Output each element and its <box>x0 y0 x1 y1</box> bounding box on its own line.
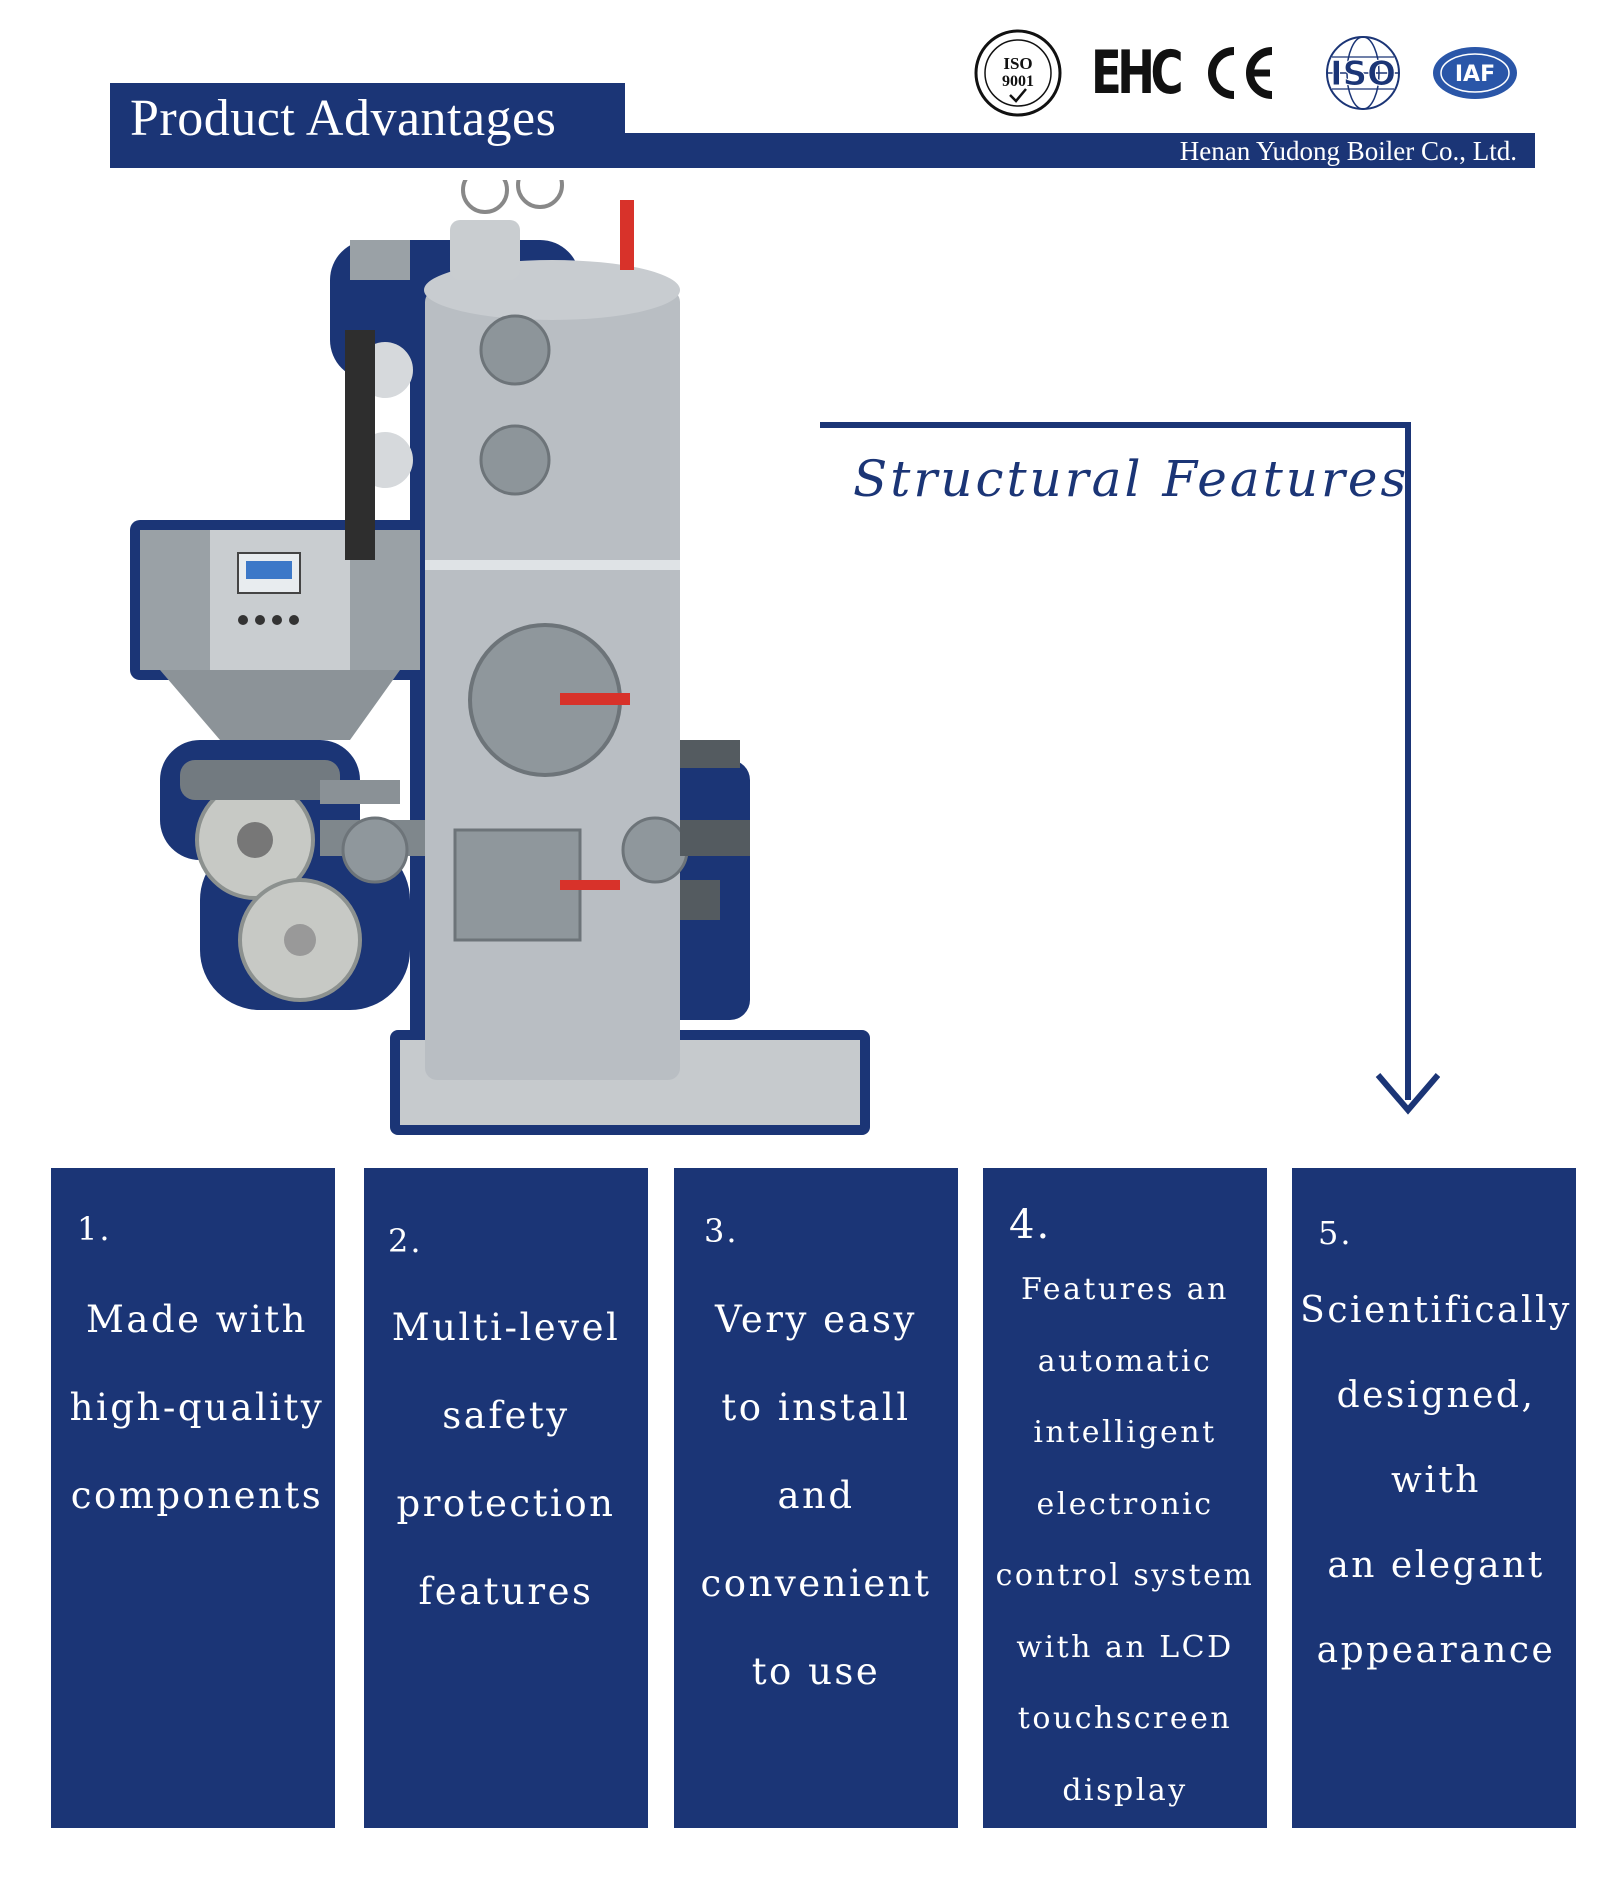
card-text-line: intelligent <box>1033 1415 1217 1450</box>
card-text-line: features <box>418 1570 594 1613</box>
card-text-line: Very easy <box>715 1298 917 1341</box>
structural-features-heading: Structural Features <box>853 450 1410 508</box>
card-text-line: Features an <box>1021 1272 1229 1307</box>
card-text-line: Scientifically <box>1300 1290 1572 1331</box>
ce-mark-icon <box>1200 28 1280 118</box>
card-number: 1. <box>77 1210 112 1248</box>
svg-text:ISO: ISO <box>1330 54 1396 94</box>
card-text-line: electronic <box>1036 1486 1214 1522</box>
advantage-card-1: 1. Made with high-quality components <box>51 1168 335 1828</box>
card-number: 2. <box>388 1222 423 1260</box>
card-text-line: safety <box>442 1394 570 1437</box>
svg-text:IAF: IAF <box>1455 62 1495 87</box>
iaf-logo-icon: IAF <box>1430 28 1520 118</box>
card-text-line: touchscreen <box>1017 1701 1233 1736</box>
card-text-line: Made with <box>86 1298 308 1341</box>
card-text-line: components <box>70 1474 324 1517</box>
card-text-line: designed, <box>1336 1375 1536 1416</box>
eac-mark-icon: EHC <box>1091 38 1183 108</box>
card-text-line: convenient <box>700 1562 932 1605</box>
boiler-product-image <box>130 180 870 1135</box>
advantage-card-5: 5. Scientifically designed, with an eleg… <box>1292 1168 1576 1828</box>
card-text-line: display <box>1062 1772 1188 1808</box>
card-number: 4. <box>1009 1202 1052 1248</box>
svg-text:ISO: ISO <box>1003 54 1032 73</box>
card-text-line: to install <box>721 1386 911 1429</box>
card-text-line: protection <box>396 1482 616 1525</box>
card-text-line: control system <box>995 1558 1255 1593</box>
card-text-line: with an LCD <box>1016 1629 1234 1665</box>
card-text-line: high-quality <box>69 1386 325 1429</box>
company-name: Henan Yudong Boiler Co., Ltd. <box>1179 136 1517 166</box>
connector-arrow <box>820 422 1440 1115</box>
card-text-line: and <box>777 1474 855 1517</box>
svg-text:9001: 9001 <box>1002 73 1034 90</box>
card-text-line: an elegant <box>1327 1545 1545 1586</box>
card-text-line: automatic <box>1037 1343 1213 1379</box>
card-text-line: appearance <box>1316 1630 1556 1671</box>
iso-logo-icon: ISO <box>1318 28 1408 118</box>
advantage-card-4: 4. Features an automatic intelligent ele… <box>983 1168 1267 1828</box>
card-text-line: Multi-level <box>391 1306 621 1349</box>
card-number: 5. <box>1318 1214 1353 1252</box>
card-text-line: to use <box>751 1650 881 1693</box>
page-title: Product Advantages <box>130 90 557 147</box>
card-text-line: with <box>1391 1460 1481 1501</box>
iso9001-badge-icon: ISO 9001 <box>970 28 1065 118</box>
advantage-card-2: 2. Multi-level safety protection feature… <box>364 1168 648 1828</box>
advantage-card-3: 3. Very easy to install and convenient t… <box>674 1168 958 1828</box>
title-banner: Product Advantages <box>110 83 625 168</box>
card-number: 3. <box>704 1212 739 1250</box>
